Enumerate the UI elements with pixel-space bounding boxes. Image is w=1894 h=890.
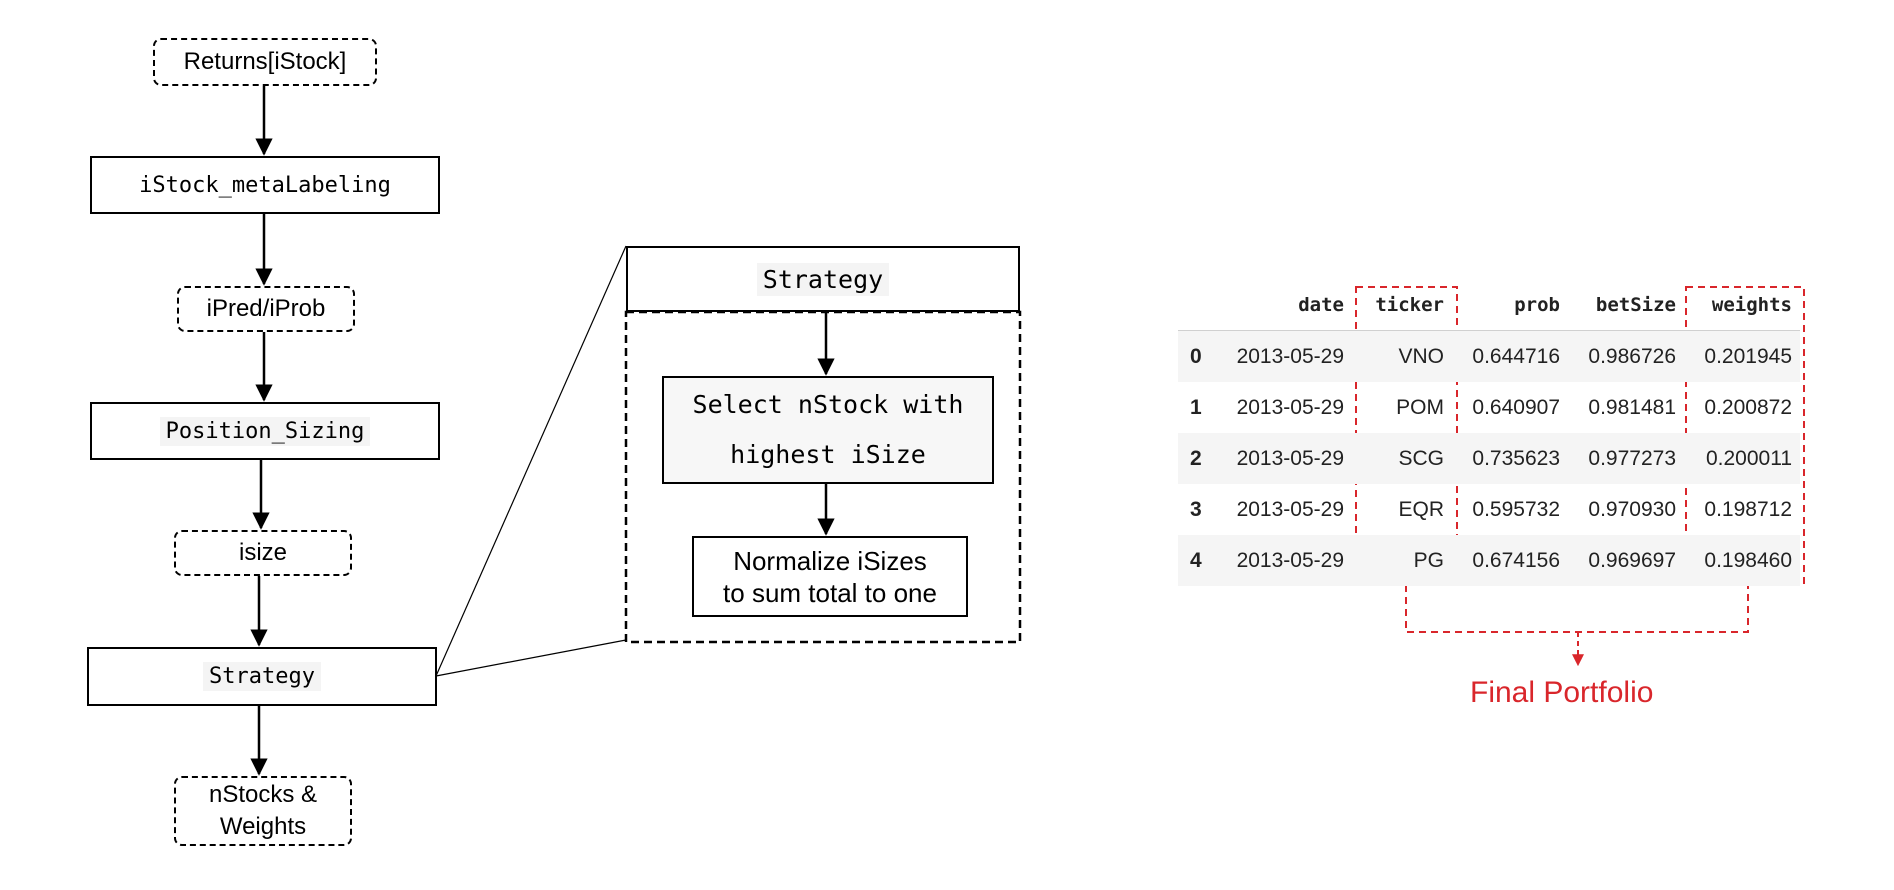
cell-betsize: 0.970930 xyxy=(1588,497,1676,521)
cell-date: 2013-05-29 xyxy=(1224,433,1352,484)
node-meta-labeling: iStock_metaLabeling xyxy=(90,156,440,214)
cell-index: 1 xyxy=(1190,395,1202,419)
detail-normalize-box: Normalize iSizes to sum total to one xyxy=(692,536,968,617)
cell-ticker: EQR xyxy=(1398,497,1444,521)
header-date: date xyxy=(1224,280,1352,331)
header-weights: weights xyxy=(1684,280,1800,331)
node-meta-labeling-label: iStock_metaLabeling xyxy=(139,172,391,198)
detail-select-box: Select nStock with highest iSize xyxy=(662,376,994,484)
node-returns-label: Returns[iStock] xyxy=(183,48,347,75)
cell-prob: 0.644716 xyxy=(1452,330,1568,382)
cell-ticker: SCG xyxy=(1352,433,1452,484)
cell-weights: 0.198460 xyxy=(1684,535,1800,586)
final-portfolio-caption: Final Portfolio xyxy=(1470,676,1654,709)
node-strategy: Strategy xyxy=(87,647,437,706)
cell-index: 3 xyxy=(1190,497,1202,521)
cell-date: 2013-05-29 xyxy=(1236,395,1344,419)
header-index xyxy=(1178,280,1224,331)
node-returns: Returns[iStock] xyxy=(153,38,377,86)
table-row: 4 2013-05-29 PG 0.674156 0.969697 0.1984… xyxy=(1178,535,1800,586)
node-isize-label: isize xyxy=(238,539,287,566)
cell-prob: 0.595732 xyxy=(1472,497,1560,521)
detail-normalize-line2: to sum total to one xyxy=(723,577,937,608)
header-betsize: betSize xyxy=(1568,280,1684,331)
cell-date: 2013-05-29 xyxy=(1236,497,1344,521)
node-pred-prob: iPred/iProb xyxy=(177,286,355,332)
table-row: 0 2013-05-29 VNO 0.644716 0.986726 0.201… xyxy=(1178,330,1800,382)
portfolio-table: date ticker prob betSize weights 0 2013-… xyxy=(1178,280,1800,586)
cell-index: 4 xyxy=(1178,535,1224,586)
node-position-sizing-label: Position_Sizing xyxy=(159,416,371,446)
detail-select-line2: highest iSize xyxy=(730,440,926,469)
cell-ticker: PG xyxy=(1352,535,1452,586)
node-output-line1: nStocks & xyxy=(208,781,318,808)
cell-weights: 0.201945 xyxy=(1684,330,1800,382)
cell-betsize: 0.969697 xyxy=(1568,535,1684,586)
table-row: 3 2013-05-29 EQR 0.595732 0.970930 0.198… xyxy=(1178,484,1800,535)
header-prob: prob xyxy=(1452,280,1568,331)
detail-normalize-line1: Normalize iSizes xyxy=(733,545,927,576)
table-row: 1 2013-05-29 POM 0.640907 0.981481 0.200… xyxy=(1178,382,1800,433)
cell-ticker: POM xyxy=(1396,395,1444,419)
portfolio-bracket xyxy=(1405,585,1749,633)
cell-betsize: 0.986726 xyxy=(1568,330,1684,382)
table-header-row: date ticker prob betSize weights xyxy=(1178,280,1800,331)
cell-prob: 0.735623 xyxy=(1452,433,1568,484)
detail-strategy-title: Strategy xyxy=(626,246,1020,312)
table-row: 2 2013-05-29 SCG 0.735623 0.977273 0.200… xyxy=(1178,433,1800,484)
node-pred-prob-label: iPred/iProb xyxy=(206,295,326,322)
node-output: nStocks & Weights xyxy=(174,776,352,846)
cell-prob: 0.674156 xyxy=(1452,535,1568,586)
cell-weights: 0.200011 xyxy=(1684,433,1800,484)
detail-select-line1: Select nStock with xyxy=(692,390,964,419)
cell-betsize: 0.981481 xyxy=(1588,395,1676,419)
cell-date: 2013-05-29 xyxy=(1224,330,1352,382)
zoom-line-bottom xyxy=(435,639,627,677)
cell-betsize: 0.977273 xyxy=(1568,433,1684,484)
node-position-sizing: Position_Sizing xyxy=(90,402,440,460)
node-isize: isize xyxy=(174,530,352,576)
cell-date: 2013-05-29 xyxy=(1224,535,1352,586)
zoom-line-top xyxy=(435,245,627,677)
detail-panel-frame xyxy=(624,310,1022,644)
cell-index: 2 xyxy=(1178,433,1224,484)
cell-prob: 0.640907 xyxy=(1472,395,1560,419)
node-output-line2: Weights xyxy=(219,813,307,840)
node-strategy-label: Strategy xyxy=(203,662,321,691)
detail-strategy-title-label: Strategy xyxy=(756,262,890,296)
cell-weights: 0.200872 xyxy=(1704,395,1792,419)
header-ticker: ticker xyxy=(1352,280,1452,331)
cell-index: 0 xyxy=(1178,330,1224,382)
cell-ticker: VNO xyxy=(1352,330,1452,382)
cell-weights: 0.198712 xyxy=(1704,497,1792,521)
